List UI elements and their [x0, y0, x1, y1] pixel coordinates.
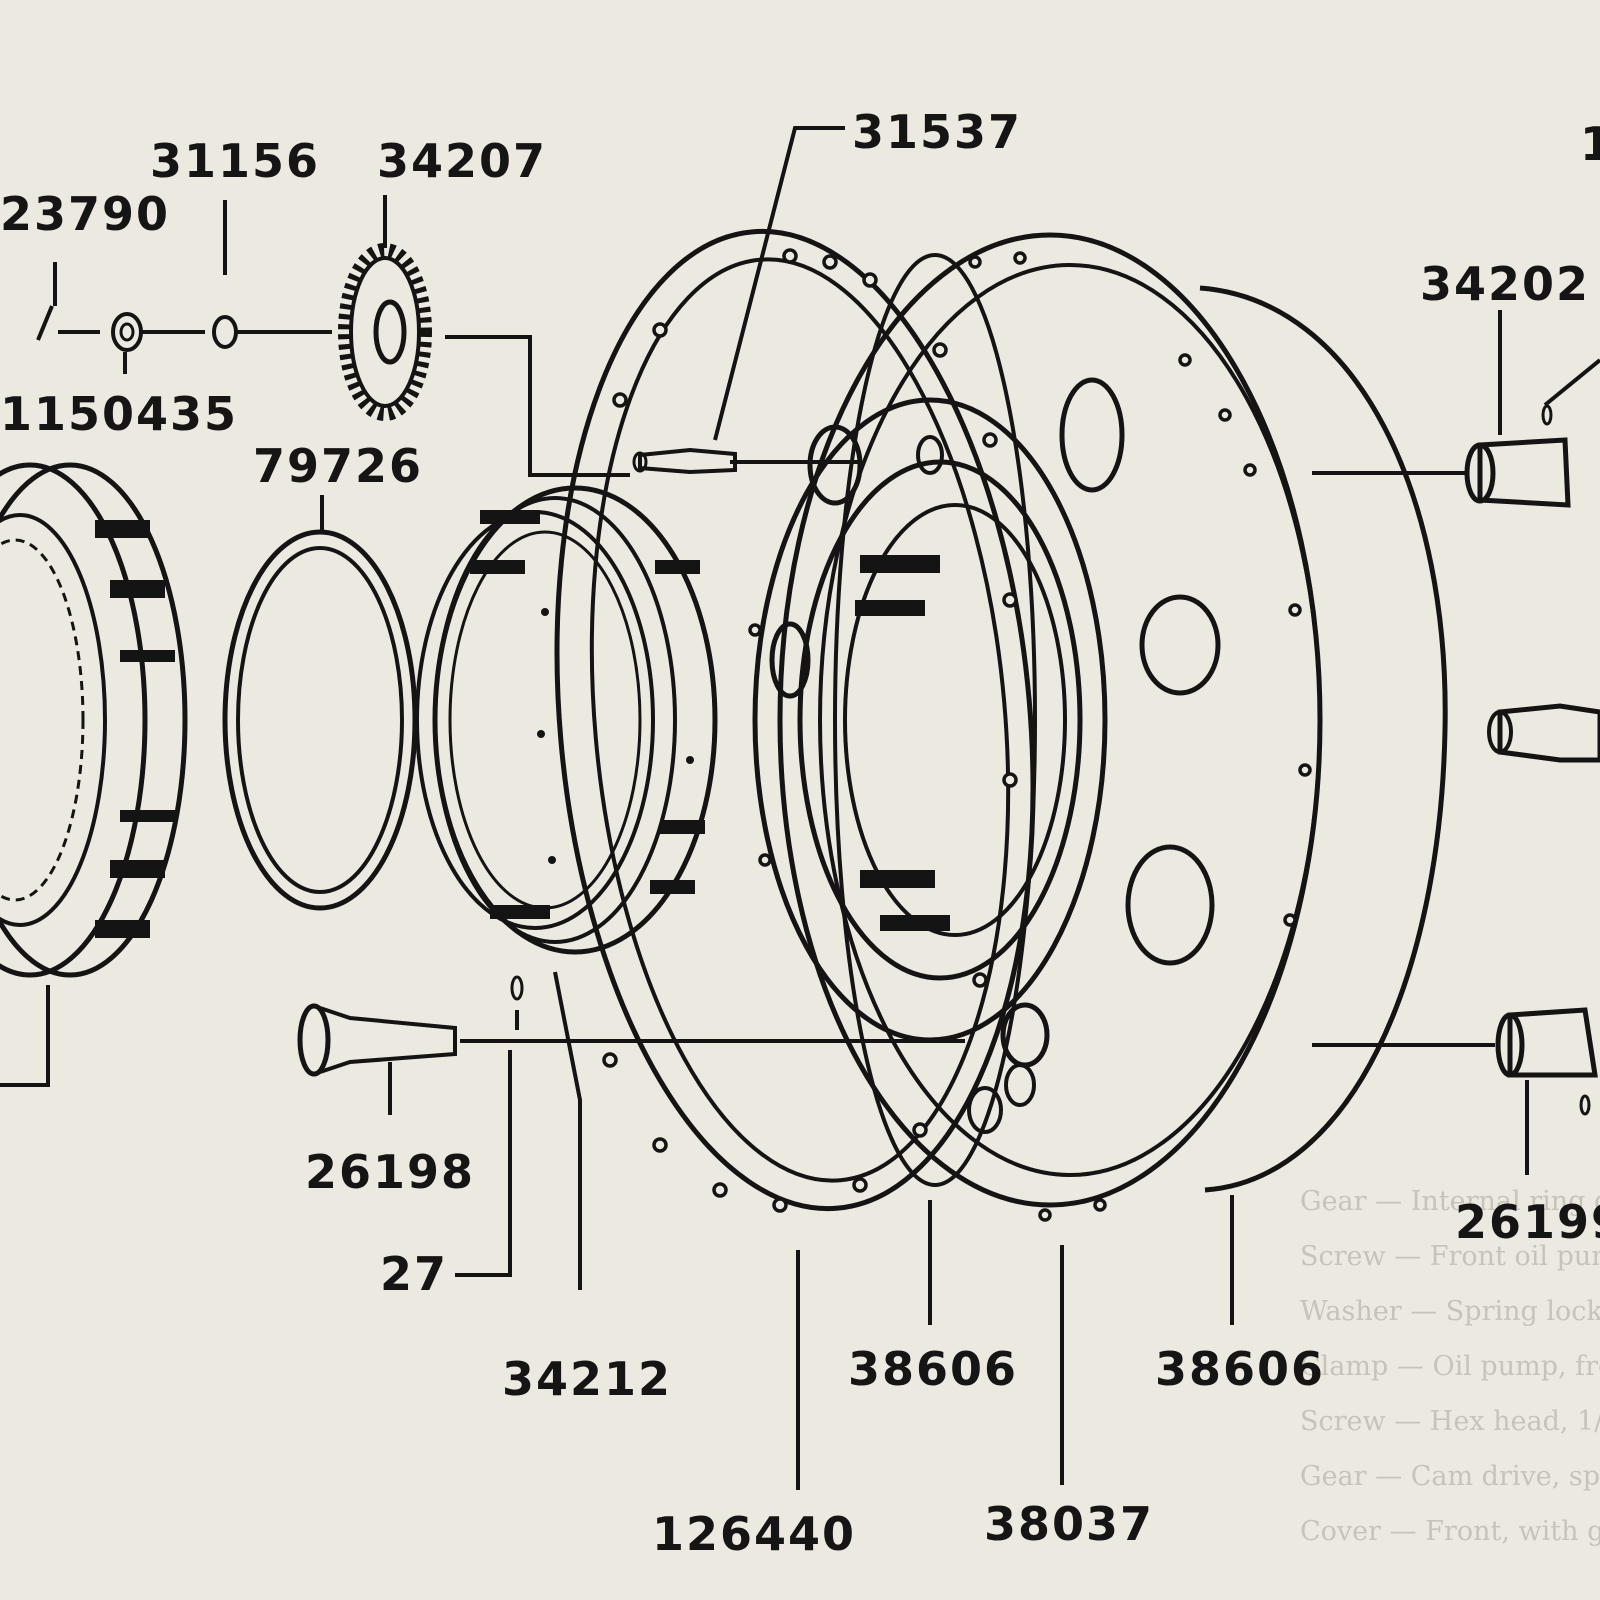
- nut-1150435-part: [111, 312, 205, 374]
- pin-31537-part: [632, 126, 860, 475]
- label-1150435: 1150435: [0, 387, 238, 441]
- bleed-line-6: Gear — Cam drive, spur gear: [1300, 1461, 1600, 1492]
- bleed-line-2: Screw — Front oil pump gear: [1300, 1241, 1600, 1272]
- bleed-through-text: Gear — Internal ring gear Screw — Front …: [1300, 1186, 1600, 1547]
- label-31156: 31156: [150, 134, 320, 188]
- label-partial-top-right: 1: [1580, 117, 1600, 171]
- cover-38037-part: [748, 232, 1323, 1485]
- snap-ring-79726-part: [222, 495, 418, 911]
- gear-34207-part: [338, 195, 630, 477]
- label-27: 27: [380, 1247, 448, 1301]
- bleed-line-4: Clamp — Oil pump, front cover: [1300, 1351, 1600, 1382]
- stud-26198-part: [297, 1003, 965, 1115]
- gasket-38606-b-part: [1199, 285, 1448, 1325]
- pin-23790-part: [36, 262, 100, 341]
- label-34212: 34212: [502, 1352, 672, 1406]
- stud-nut-middle-part: [1487, 703, 1600, 763]
- label-126440: 126440: [652, 1507, 856, 1561]
- label-34207: 34207: [377, 134, 547, 188]
- bleed-line-5: Screw — Hex head, 1/2 in. long: [1300, 1406, 1600, 1437]
- label-31537: 31537: [852, 105, 1022, 159]
- ball-bearing-part: [0, 462, 188, 1087]
- part-number-labels: 1 23790 31156 34207 31537 34202 1150435 …: [0, 105, 1600, 1561]
- pin-27-part: [455, 975, 524, 1277]
- sleeve-nut-34202-part: [1312, 310, 1600, 508]
- bleed-line-7: Cover — Front, with gaskets: [1300, 1516, 1600, 1547]
- flange-bolt-holes: [602, 248, 1018, 1213]
- cover-bolt-holes: [748, 251, 1312, 1222]
- label-23790: 23790: [0, 187, 170, 241]
- gasket-38606-a-part: [833, 253, 1037, 1325]
- bleed-line-3: Washer — Spring lock, 3/8 in. thick: [1300, 1296, 1600, 1327]
- label-26199: 26199: [1455, 1195, 1600, 1249]
- ring-34212-part: [415, 485, 718, 1290]
- bleed-line-1: Gear — Internal ring gear: [1300, 1186, 1600, 1217]
- label-26198: 26198: [305, 1145, 475, 1199]
- label-79726: 79726: [253, 439, 423, 493]
- label-38606-a: 38606: [848, 1342, 1018, 1396]
- washer-31156-part: [212, 200, 332, 349]
- label-34202: 34202: [1420, 257, 1590, 311]
- label-38606-b: 38606: [1155, 1342, 1325, 1396]
- label-38037: 38037: [984, 1497, 1154, 1551]
- flange-ring-126440-part: [554, 228, 1036, 1490]
- nut-26199-part: [1312, 1007, 1598, 1175]
